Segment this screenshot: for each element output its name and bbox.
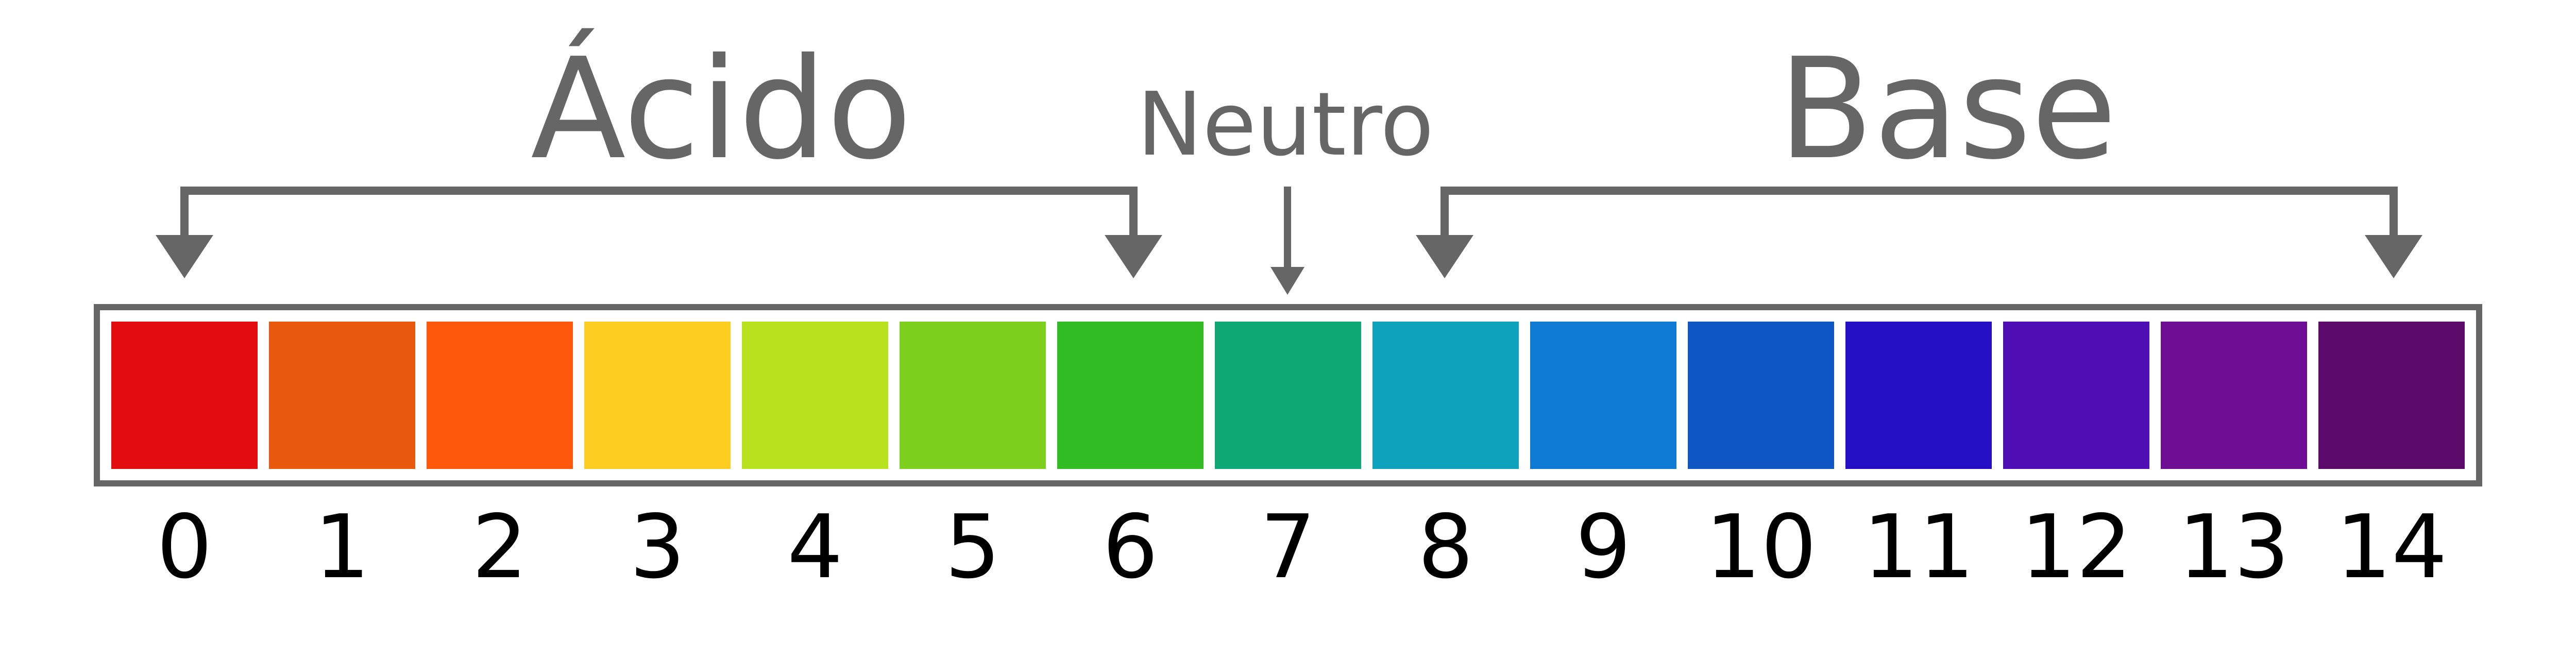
color-swatches bbox=[111, 322, 2465, 469]
acid-bracket-right-stem bbox=[1129, 187, 1138, 235]
ph-number-13: 13 bbox=[2178, 496, 2290, 598]
ph-number-9: 9 bbox=[1575, 496, 1631, 598]
ph-number-3: 3 bbox=[630, 496, 685, 598]
base-bracket-right-stem bbox=[2389, 187, 2398, 235]
ph-number-11: 11 bbox=[1863, 496, 1974, 598]
acid-bracket-right-arrowhead bbox=[1105, 235, 1162, 278]
neutral-arrow-stem bbox=[1284, 187, 1291, 268]
acid-bracket-bar bbox=[180, 187, 1138, 195]
acid-bracket bbox=[156, 187, 1162, 278]
ph-number-6: 6 bbox=[1103, 496, 1158, 598]
acid-bracket-left-arrowhead bbox=[156, 235, 213, 278]
base-bracket-bar bbox=[1440, 187, 2398, 195]
ph-swatch-5 bbox=[900, 322, 1046, 469]
ph-number-7: 7 bbox=[1260, 496, 1316, 598]
ph-number-4: 4 bbox=[787, 496, 843, 598]
ph-number-12: 12 bbox=[2021, 496, 2132, 598]
ph-swatch-3 bbox=[584, 322, 731, 469]
neutral-arrow bbox=[1270, 187, 1304, 295]
ph-swatch-9 bbox=[1530, 322, 1676, 469]
ph-number-8: 8 bbox=[1418, 496, 1473, 598]
base-bracket-left-arrowhead bbox=[1416, 235, 1473, 278]
ph-swatch-0 bbox=[111, 322, 258, 469]
scale-frame bbox=[94, 304, 2482, 486]
ph-swatch-14 bbox=[2318, 322, 2465, 469]
ph-swatch-8 bbox=[1372, 322, 1519, 469]
ph-swatch-11 bbox=[1845, 322, 1992, 469]
ph-number-14: 14 bbox=[2336, 496, 2447, 598]
ph-swatch-6 bbox=[1057, 322, 1204, 469]
base-bracket-right-arrowhead bbox=[2365, 235, 2422, 278]
ph-swatch-13 bbox=[2161, 322, 2307, 469]
neutral-arrow-arrowhead bbox=[1270, 267, 1304, 295]
base-label: Base bbox=[1778, 28, 2116, 190]
acid-bracket-left-stem bbox=[180, 187, 189, 235]
ph-swatch-7 bbox=[1215, 322, 1361, 469]
ph-swatch-10 bbox=[1688, 322, 1834, 469]
ph-number-0: 0 bbox=[157, 496, 212, 598]
ph-number-10: 10 bbox=[1705, 496, 1817, 598]
ph-number-5: 5 bbox=[945, 496, 1001, 598]
ph-swatch-1 bbox=[269, 322, 415, 469]
ph-swatch-4 bbox=[742, 322, 888, 469]
base-bracket bbox=[1416, 187, 2422, 278]
ph-number-1: 1 bbox=[314, 496, 370, 598]
ph-swatch-12 bbox=[2003, 322, 2149, 469]
neutral-label: Neutro bbox=[1137, 74, 1434, 176]
ph-swatch-2 bbox=[427, 322, 573, 469]
acid-label: Ácido bbox=[531, 27, 912, 190]
ph-number-2: 2 bbox=[472, 496, 528, 598]
base-bracket-left-stem bbox=[1440, 187, 1449, 235]
